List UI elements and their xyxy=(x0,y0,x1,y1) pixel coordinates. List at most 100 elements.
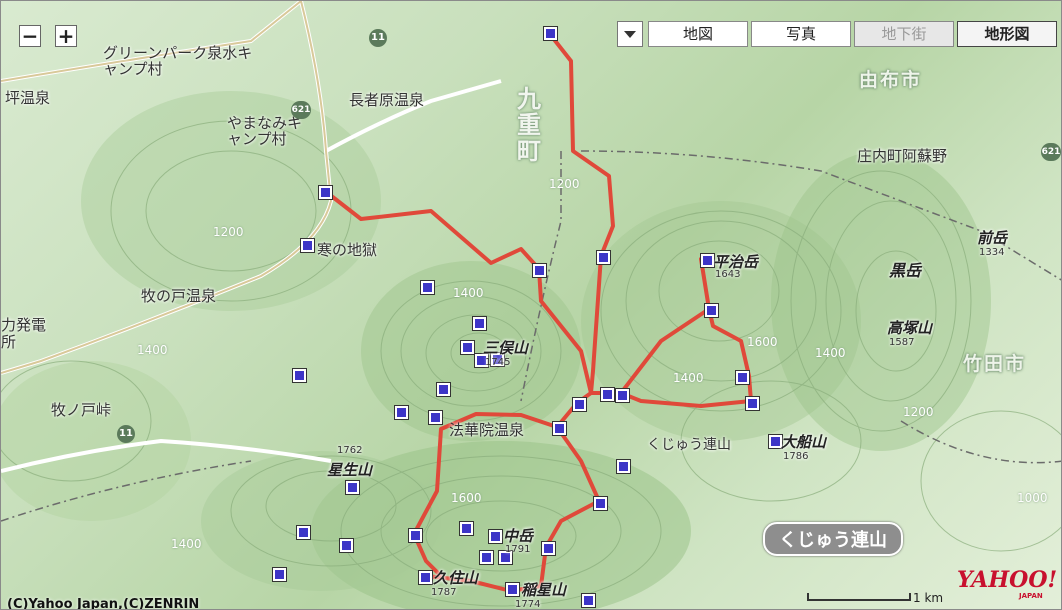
label-makinoto-onsen: 牧の戸温泉 xyxy=(141,287,217,305)
scale-label: 1 km xyxy=(913,591,944,605)
label-tsubo-onsen: 坪温泉 xyxy=(5,89,51,107)
trail-marker[interactable] xyxy=(479,550,494,565)
peak-mimata: 三俣山 xyxy=(483,339,529,357)
trail-marker[interactable] xyxy=(532,263,547,278)
trail-marker[interactable] xyxy=(768,434,783,449)
map-type-terrain-button[interactable]: 地形図 xyxy=(957,21,1057,47)
contour-label: 1400 xyxy=(673,371,704,385)
map-type-dropdown[interactable] xyxy=(617,21,643,47)
trail-marker[interactable] xyxy=(300,238,315,253)
trail-marker[interactable] xyxy=(420,280,435,295)
elev-takatsuka: 1587 xyxy=(889,337,915,348)
trail-marker[interactable] xyxy=(418,570,433,585)
label-hokkein: 法華院温泉 xyxy=(449,421,525,439)
label-shonai: 庄内町阿蘇野 xyxy=(857,147,948,165)
trail-marker[interactable] xyxy=(292,368,307,383)
trail-marker[interactable] xyxy=(735,370,750,385)
contour-label: 1600 xyxy=(747,335,778,349)
city-label-yufu: 由布市 xyxy=(859,69,923,91)
trail-marker[interactable] xyxy=(296,525,311,540)
yahoo-logo: YAHOO! xyxy=(957,567,1058,593)
peak-kuju: 久住山 xyxy=(433,569,479,587)
contour-label: 1400 xyxy=(171,537,202,551)
contour-label: 1400 xyxy=(137,343,168,357)
trail-marker[interactable] xyxy=(600,387,615,402)
map-type-selector: 地図 写真 地下街 地形図 xyxy=(617,21,1057,47)
trail-marker[interactable] xyxy=(498,550,513,565)
zoom-in-button[interactable]: + xyxy=(55,25,77,47)
label-power-station: 力発電所 xyxy=(1,316,47,351)
elev-kuju: 1787 xyxy=(431,587,457,598)
route-shield: 11 xyxy=(369,29,387,47)
area-badge: くじゅう連山 xyxy=(763,522,903,556)
trail-marker[interactable] xyxy=(616,459,631,474)
peak-hosho: 星生山 xyxy=(327,461,373,479)
elev-nakadake: 1791 xyxy=(505,544,531,555)
copyright-text: (C)Yahoo Japan,(C)ZENRIN xyxy=(7,597,200,610)
peak-takatsuka: 高塚山 xyxy=(887,319,933,337)
elev-maedake: 1334 xyxy=(979,247,1005,258)
peak-kurodake: 黒岳 xyxy=(889,261,922,280)
trail-marker[interactable] xyxy=(596,250,611,265)
trail-marker[interactable] xyxy=(394,405,409,420)
map-type-photo-button[interactable]: 写真 xyxy=(751,21,851,47)
peak-maedake: 前岳 xyxy=(977,229,1008,247)
peak-inahoshi: 稲星山 xyxy=(521,581,567,599)
contour-lines xyxy=(1,120,1061,607)
trail-marker[interactable] xyxy=(408,528,423,543)
contour-label: 1000 xyxy=(1017,491,1048,505)
label-green-park: グリーンパーク泉水キャンプ村 xyxy=(103,44,253,78)
trail-marker[interactable] xyxy=(318,185,333,200)
trail-marker[interactable] xyxy=(472,316,487,331)
trail-marker[interactable] xyxy=(474,353,489,368)
elev-hosho: 1762 xyxy=(337,445,363,456)
label-makinoto-pass: 牧ノ戸峠 xyxy=(51,401,112,419)
elev-ofuna: 1786 xyxy=(783,451,809,462)
trail-marker[interactable] xyxy=(272,567,287,582)
label-yamanami: やまなみキャンプ村 xyxy=(227,114,303,148)
contour-label: 1200 xyxy=(903,405,934,419)
trail-marker[interactable] xyxy=(541,541,556,556)
trail-marker[interactable] xyxy=(572,397,587,412)
map-type-map-button[interactable]: 地図 xyxy=(648,21,748,47)
city-label-taketa: 竹田市 xyxy=(963,353,1027,375)
trail-marker[interactable] xyxy=(700,253,715,268)
label-kuju-range: くじゅう連山 xyxy=(647,437,731,453)
peak-ofuna: 大船山 xyxy=(781,433,827,451)
yahoo-logo-sub: JAPAN xyxy=(1019,592,1043,600)
elev-hiji: 1643 xyxy=(715,269,741,280)
scale-bar xyxy=(807,593,911,601)
route-shield: 621 xyxy=(1041,143,1061,161)
route-shield: 11 xyxy=(117,425,135,443)
trail-marker[interactable] xyxy=(339,538,354,553)
trail-marker[interactable] xyxy=(581,593,596,608)
contour-label: 1400 xyxy=(815,346,846,360)
route-shield: 621 xyxy=(291,101,311,119)
trail-marker[interactable] xyxy=(490,352,505,367)
peak-hiji: 平治岳 xyxy=(713,253,759,271)
zoom-out-button[interactable]: − xyxy=(19,25,41,47)
trail-marker[interactable] xyxy=(345,480,360,495)
contour-label: 1400 xyxy=(453,286,484,300)
trail-marker[interactable] xyxy=(436,382,451,397)
trail-marker[interactable] xyxy=(459,521,474,536)
elev-mimata: 1745 xyxy=(485,357,511,368)
trail-marker[interactable] xyxy=(488,529,503,544)
town-label-kokonoe: 九重町 xyxy=(517,85,541,165)
trail-marker[interactable] xyxy=(704,303,719,318)
trail-marker[interactable] xyxy=(428,410,443,425)
trail-marker[interactable] xyxy=(552,421,567,436)
trail-marker[interactable] xyxy=(615,388,630,403)
trail-marker[interactable] xyxy=(593,496,608,511)
road-edges xyxy=(1,1,333,374)
trail-marker[interactable] xyxy=(505,582,520,597)
trail-marker[interactable] xyxy=(460,340,475,355)
label-sanoji: 寒の地獄 xyxy=(317,241,378,259)
trail-marker[interactable] xyxy=(745,396,760,411)
contour-label: 1600 xyxy=(451,491,482,505)
chevron-down-icon xyxy=(624,30,636,38)
elev-inahoshi: 1774 xyxy=(515,599,541,610)
trail-marker[interactable] xyxy=(543,26,558,41)
